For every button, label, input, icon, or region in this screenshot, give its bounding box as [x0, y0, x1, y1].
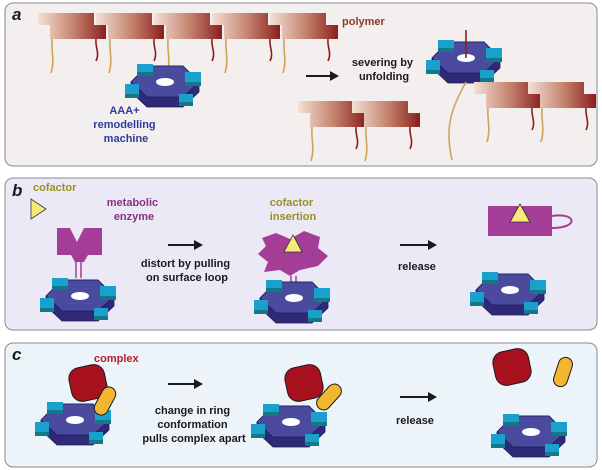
distort-label: distort by pulling on surface loop: [141, 258, 233, 284]
complex-yellow-subunit-2: [316, 383, 342, 411]
ring-change-label: change in ring conformation pulls comple…: [142, 405, 246, 445]
inserted-cofactor: [283, 234, 303, 253]
machine-label: AAA+ remodelling machine: [93, 105, 158, 145]
cofactor-insertion-label: cofactor insertion: [270, 197, 317, 223]
complex-yellow-subunit: [93, 386, 117, 416]
arrow-b2: [400, 240, 437, 250]
release-label-b: release: [398, 261, 436, 273]
cofactor-triangle: [30, 198, 47, 220]
enzyme-label: metabolic enzyme: [107, 197, 161, 223]
panel-b-letter: b: [12, 181, 22, 200]
complex-label: complex: [94, 353, 140, 365]
cofactor-label: cofactor: [33, 182, 77, 194]
released-red-subunit: [492, 348, 532, 386]
polymer-label: polymer: [342, 16, 386, 28]
panel-c: [4, 342, 598, 468]
surface-loop: [75, 262, 82, 278]
released-enzyme: [488, 203, 573, 236]
panel-c-letter: c: [12, 345, 22, 364]
arrow-c1: [168, 379, 203, 389]
severing-label: severing by unfolding: [352, 57, 416, 83]
panel-a-letter: a: [12, 5, 21, 24]
arrow-b1: [168, 240, 203, 250]
released-yellow-subunit: [553, 356, 573, 388]
distorted-enzyme: [258, 231, 328, 276]
arrow-a: [306, 71, 339, 81]
complex-red-subunit-2: [284, 364, 324, 402]
arrow-c2: [400, 392, 437, 402]
release-label-c: release: [396, 415, 434, 427]
unfolded-strand: [448, 81, 467, 161]
complex-red-subunit: [68, 364, 108, 402]
metabolic-enzyme: [57, 228, 102, 262]
